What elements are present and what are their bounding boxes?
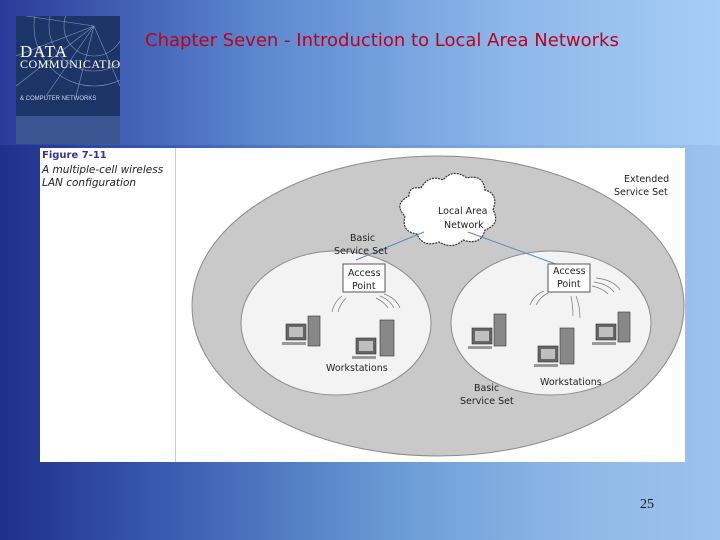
workstation-right-1 xyxy=(468,313,507,349)
wireless-signal-left xyxy=(331,293,401,313)
figure-number: Figure 7-11 xyxy=(42,150,107,161)
label-bss-bottom: Basic xyxy=(474,383,499,394)
workstation-left-2 xyxy=(352,319,395,359)
label-workstations-right: Workstations xyxy=(540,377,602,388)
workstation-right-2 xyxy=(534,327,575,367)
figure-caption-column: Figure 7-11 A multiple-cell wireless LAN… xyxy=(40,148,176,462)
book-subtitle: & COMPUTER NETWORKS xyxy=(20,96,97,102)
label-bss-left-2: Service Set xyxy=(334,246,388,257)
label-ap-left-2: Point xyxy=(352,281,376,292)
link-lan-to-left-ap xyxy=(355,231,425,261)
label-ap-right-2: Point xyxy=(557,279,581,290)
book-cover-graphic xyxy=(16,16,120,144)
label-lan: Local Area xyxy=(438,206,488,217)
slide-header-background xyxy=(0,0,720,145)
book-title-line1: DATA xyxy=(20,42,68,61)
label-ap-right: Access xyxy=(553,266,586,277)
label-bss-left: Basic xyxy=(350,233,375,244)
label-ap-left: Access xyxy=(348,268,381,279)
local-area-network-cloud xyxy=(399,172,497,247)
label-extended-2: Service Set xyxy=(614,187,668,198)
figure-panel: Figure 7-11 A multiple-cell wireless LAN… xyxy=(40,148,685,462)
diagram-svg: Extended Service Set Local Area Network … xyxy=(191,155,685,457)
label-workstations-left: Workstations xyxy=(326,363,388,374)
workstation-left-1 xyxy=(282,315,321,347)
figure-caption: A multiple-cell wireless LAN configurati… xyxy=(42,164,164,189)
label-extended: Extended xyxy=(624,174,669,185)
basic-service-set-right-ellipse xyxy=(450,250,652,396)
book-cover-image: DATA COMMUNICATIONS & COMPUTER NETWORKS xyxy=(16,16,120,144)
link-lan-to-right-ap xyxy=(467,231,562,267)
label-lan-2: Network xyxy=(444,220,484,231)
slide-title: Chapter Seven - Introduction to Local Ar… xyxy=(145,30,619,51)
page-number: 25 xyxy=(640,497,654,512)
wireless-signal-right xyxy=(529,277,621,319)
label-bss-bottom-2: Service Set xyxy=(460,396,514,407)
access-point-right xyxy=(547,263,591,293)
book-title-line2: COMMUNICATIONS xyxy=(20,57,120,71)
book-title: DATA COMMUNICATIONS xyxy=(20,42,120,71)
access-point-left xyxy=(342,263,386,293)
workstation-right-3 xyxy=(592,311,631,345)
wireless-lan-diagram: Extended Service Set Local Area Network … xyxy=(176,148,685,462)
